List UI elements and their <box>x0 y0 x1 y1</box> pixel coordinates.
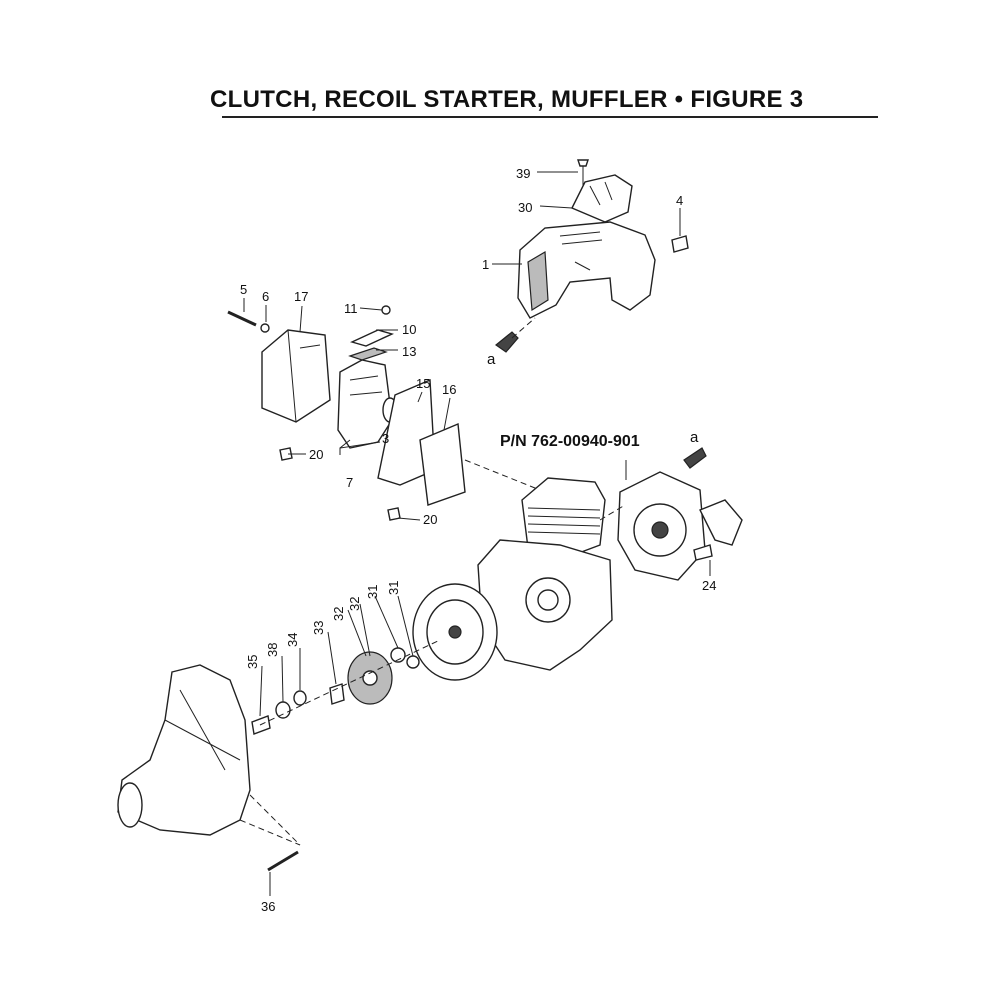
callout-11: 11 <box>344 301 358 316</box>
callout-36: 36 <box>261 899 275 914</box>
callout-39: 39 <box>516 166 530 181</box>
muffler-alignment-line <box>464 459 541 491</box>
callout-38: 38 <box>265 643 280 657</box>
callout-33: 33 <box>311 621 326 635</box>
starter-alignment-line <box>599 504 626 521</box>
callout-17: 17 <box>294 289 308 304</box>
muffler-cover-17 <box>261 329 331 423</box>
nut-6 <box>260 323 270 333</box>
callout-30: 30 <box>518 200 532 215</box>
callout-7: 7 <box>346 475 353 490</box>
callout-20-upper: 20 <box>309 447 323 462</box>
callout-6: 6 <box>262 289 269 304</box>
title-underline <box>222 116 878 118</box>
bracket-15 <box>377 378 436 486</box>
callout-24: 24 <box>702 578 716 593</box>
leader-lines <box>243 171 711 896</box>
reference-mark-a-top: a <box>487 351 496 368</box>
screw-4 <box>671 235 689 253</box>
callout-4: 4 <box>676 193 683 208</box>
figure-title: CLUTCH, RECOIL STARTER, MUFFLER • FIGURE… <box>210 86 804 113</box>
callout-32-right: 32 <box>347 597 362 611</box>
callout-1: 1 <box>482 257 489 272</box>
recoil-starter <box>617 471 743 581</box>
callout-31-right: 31 <box>386 581 401 595</box>
callout-3: 3 <box>382 431 389 446</box>
callout-20-lower: 20 <box>423 512 437 527</box>
arrow-a-top <box>495 317 536 353</box>
callout-15: 15 <box>416 376 430 391</box>
callout-31-left: 31 <box>365 585 380 599</box>
screw-20-a <box>279 447 293 461</box>
clutch-shoes-32 <box>347 651 393 705</box>
callout-13: 13 <box>402 344 416 359</box>
clutch-housing <box>117 664 251 836</box>
washers-34-38 <box>275 690 307 719</box>
muffler-7 <box>337 359 393 449</box>
washers-31 <box>390 647 420 669</box>
clutch-axis-line <box>259 639 441 726</box>
spring-33 <box>329 683 345 705</box>
part-number-label: P/N 762-00940-901 <box>500 433 640 450</box>
cover-30 <box>571 174 633 223</box>
engine-cover-1 <box>517 221 656 319</box>
callout-32-left: 32 <box>331 607 346 621</box>
bolt-36 <box>267 850 299 872</box>
flywheel <box>412 583 498 681</box>
callout-10: 10 <box>402 322 416 337</box>
bolt-5 <box>227 310 257 327</box>
engine-crankcase <box>477 539 613 671</box>
screw-24 <box>693 544 713 561</box>
housing-alignment-line <box>239 794 301 846</box>
gasket-16 <box>419 422 466 506</box>
callout-35: 35 <box>245 655 260 669</box>
callout-5: 5 <box>240 282 247 297</box>
arrow-a-right <box>683 447 707 469</box>
callout-34: 34 <box>285 633 300 647</box>
reference-mark-a-right: a <box>690 429 699 446</box>
callout-16: 16 <box>442 382 456 397</box>
